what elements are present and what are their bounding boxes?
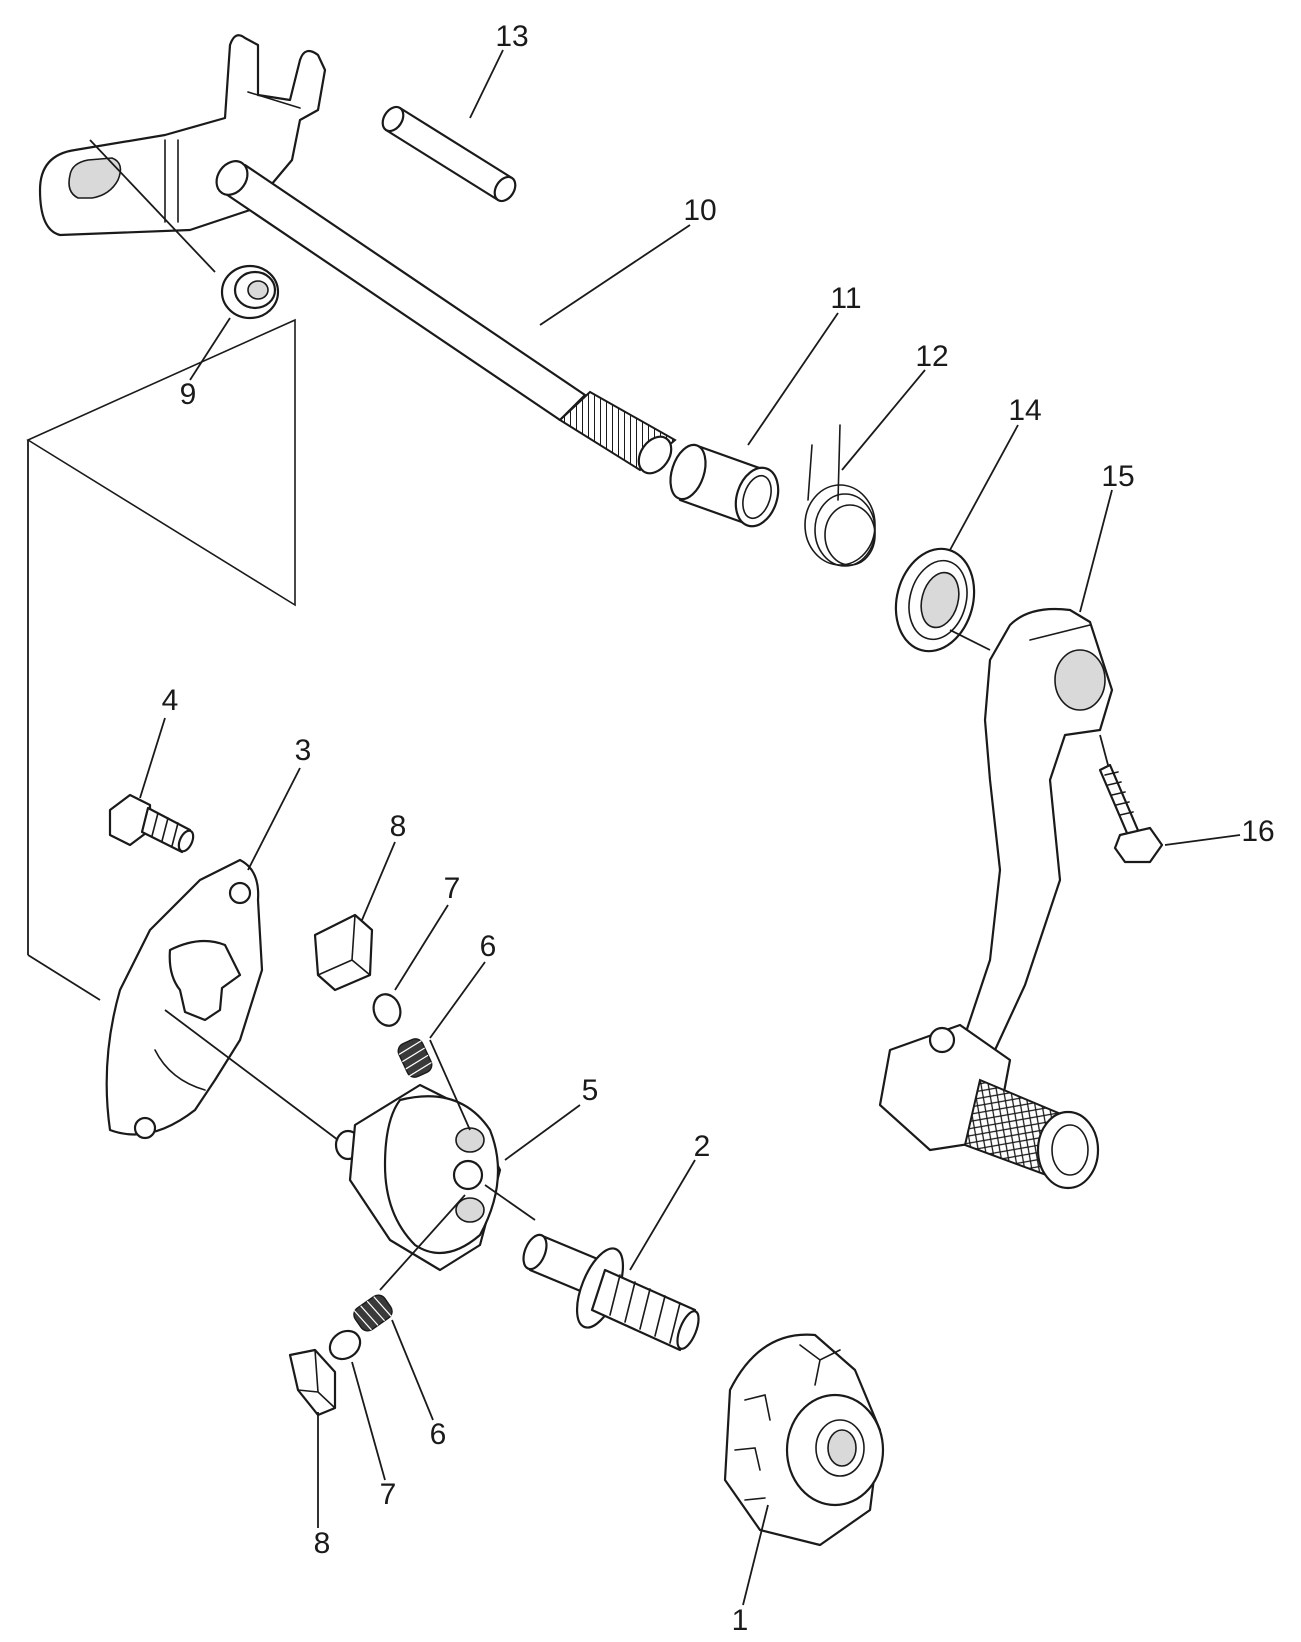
callouts: 13 10 11 12 14 15 9 4 3 8 7 6 5 2 16 6 7… <box>162 20 1275 1637</box>
part-14-oil-seal <box>894 547 976 653</box>
callout-9: 9 <box>180 378 197 411</box>
part-12-torsion-spring <box>804 424 876 567</box>
part-8-stopper-top <box>313 913 374 992</box>
part-6-spring-bottom <box>353 1294 393 1332</box>
part-8-stopper-bottom <box>288 1348 337 1417</box>
callout-12: 12 <box>915 340 948 373</box>
callout-11: 11 <box>830 282 861 315</box>
part-5-shift-cam <box>334 1083 502 1272</box>
part-13-dowel-pin <box>381 105 517 203</box>
callout-8-top: 8 <box>390 810 407 843</box>
part-16-bolt <box>1098 763 1164 864</box>
part-3-stopper-plate <box>105 858 264 1140</box>
part-10-shift-shaft <box>38 34 677 475</box>
callout-10: 10 <box>683 194 716 227</box>
callout-8-bottom: 8 <box>314 1527 331 1560</box>
leader-lines <box>89 49 1241 1606</box>
callout-1: 1 <box>732 1604 749 1637</box>
part-4-bolt <box>108 793 195 854</box>
callout-14: 14 <box>1008 394 1041 427</box>
callout-15: 15 <box>1101 460 1134 493</box>
callout-6-bottom: 6 <box>430 1418 447 1451</box>
part-11-collar <box>669 443 780 528</box>
part-2-stopper-bolt <box>522 1233 700 1352</box>
callout-16: 16 <box>1241 815 1274 848</box>
callout-3: 3 <box>295 734 312 767</box>
callout-7-bottom: 7 <box>380 1478 397 1511</box>
part-7-pin-bottom <box>328 1329 362 1361</box>
callout-5: 5 <box>582 1074 599 1107</box>
callout-13: 13 <box>495 20 528 53</box>
callout-7-top: 7 <box>444 872 461 905</box>
callout-4: 4 <box>162 684 179 717</box>
callout-2: 2 <box>694 1130 711 1163</box>
part-6-spring-top <box>397 1038 433 1078</box>
callout-6-top: 6 <box>480 930 497 963</box>
assembly-reference-lines <box>26 318 296 1001</box>
part-15-shift-pedal <box>878 607 1114 1190</box>
part-1-segment <box>723 1333 885 1547</box>
part-7-pin-top <box>372 993 402 1027</box>
part-9-washer <box>220 264 280 320</box>
